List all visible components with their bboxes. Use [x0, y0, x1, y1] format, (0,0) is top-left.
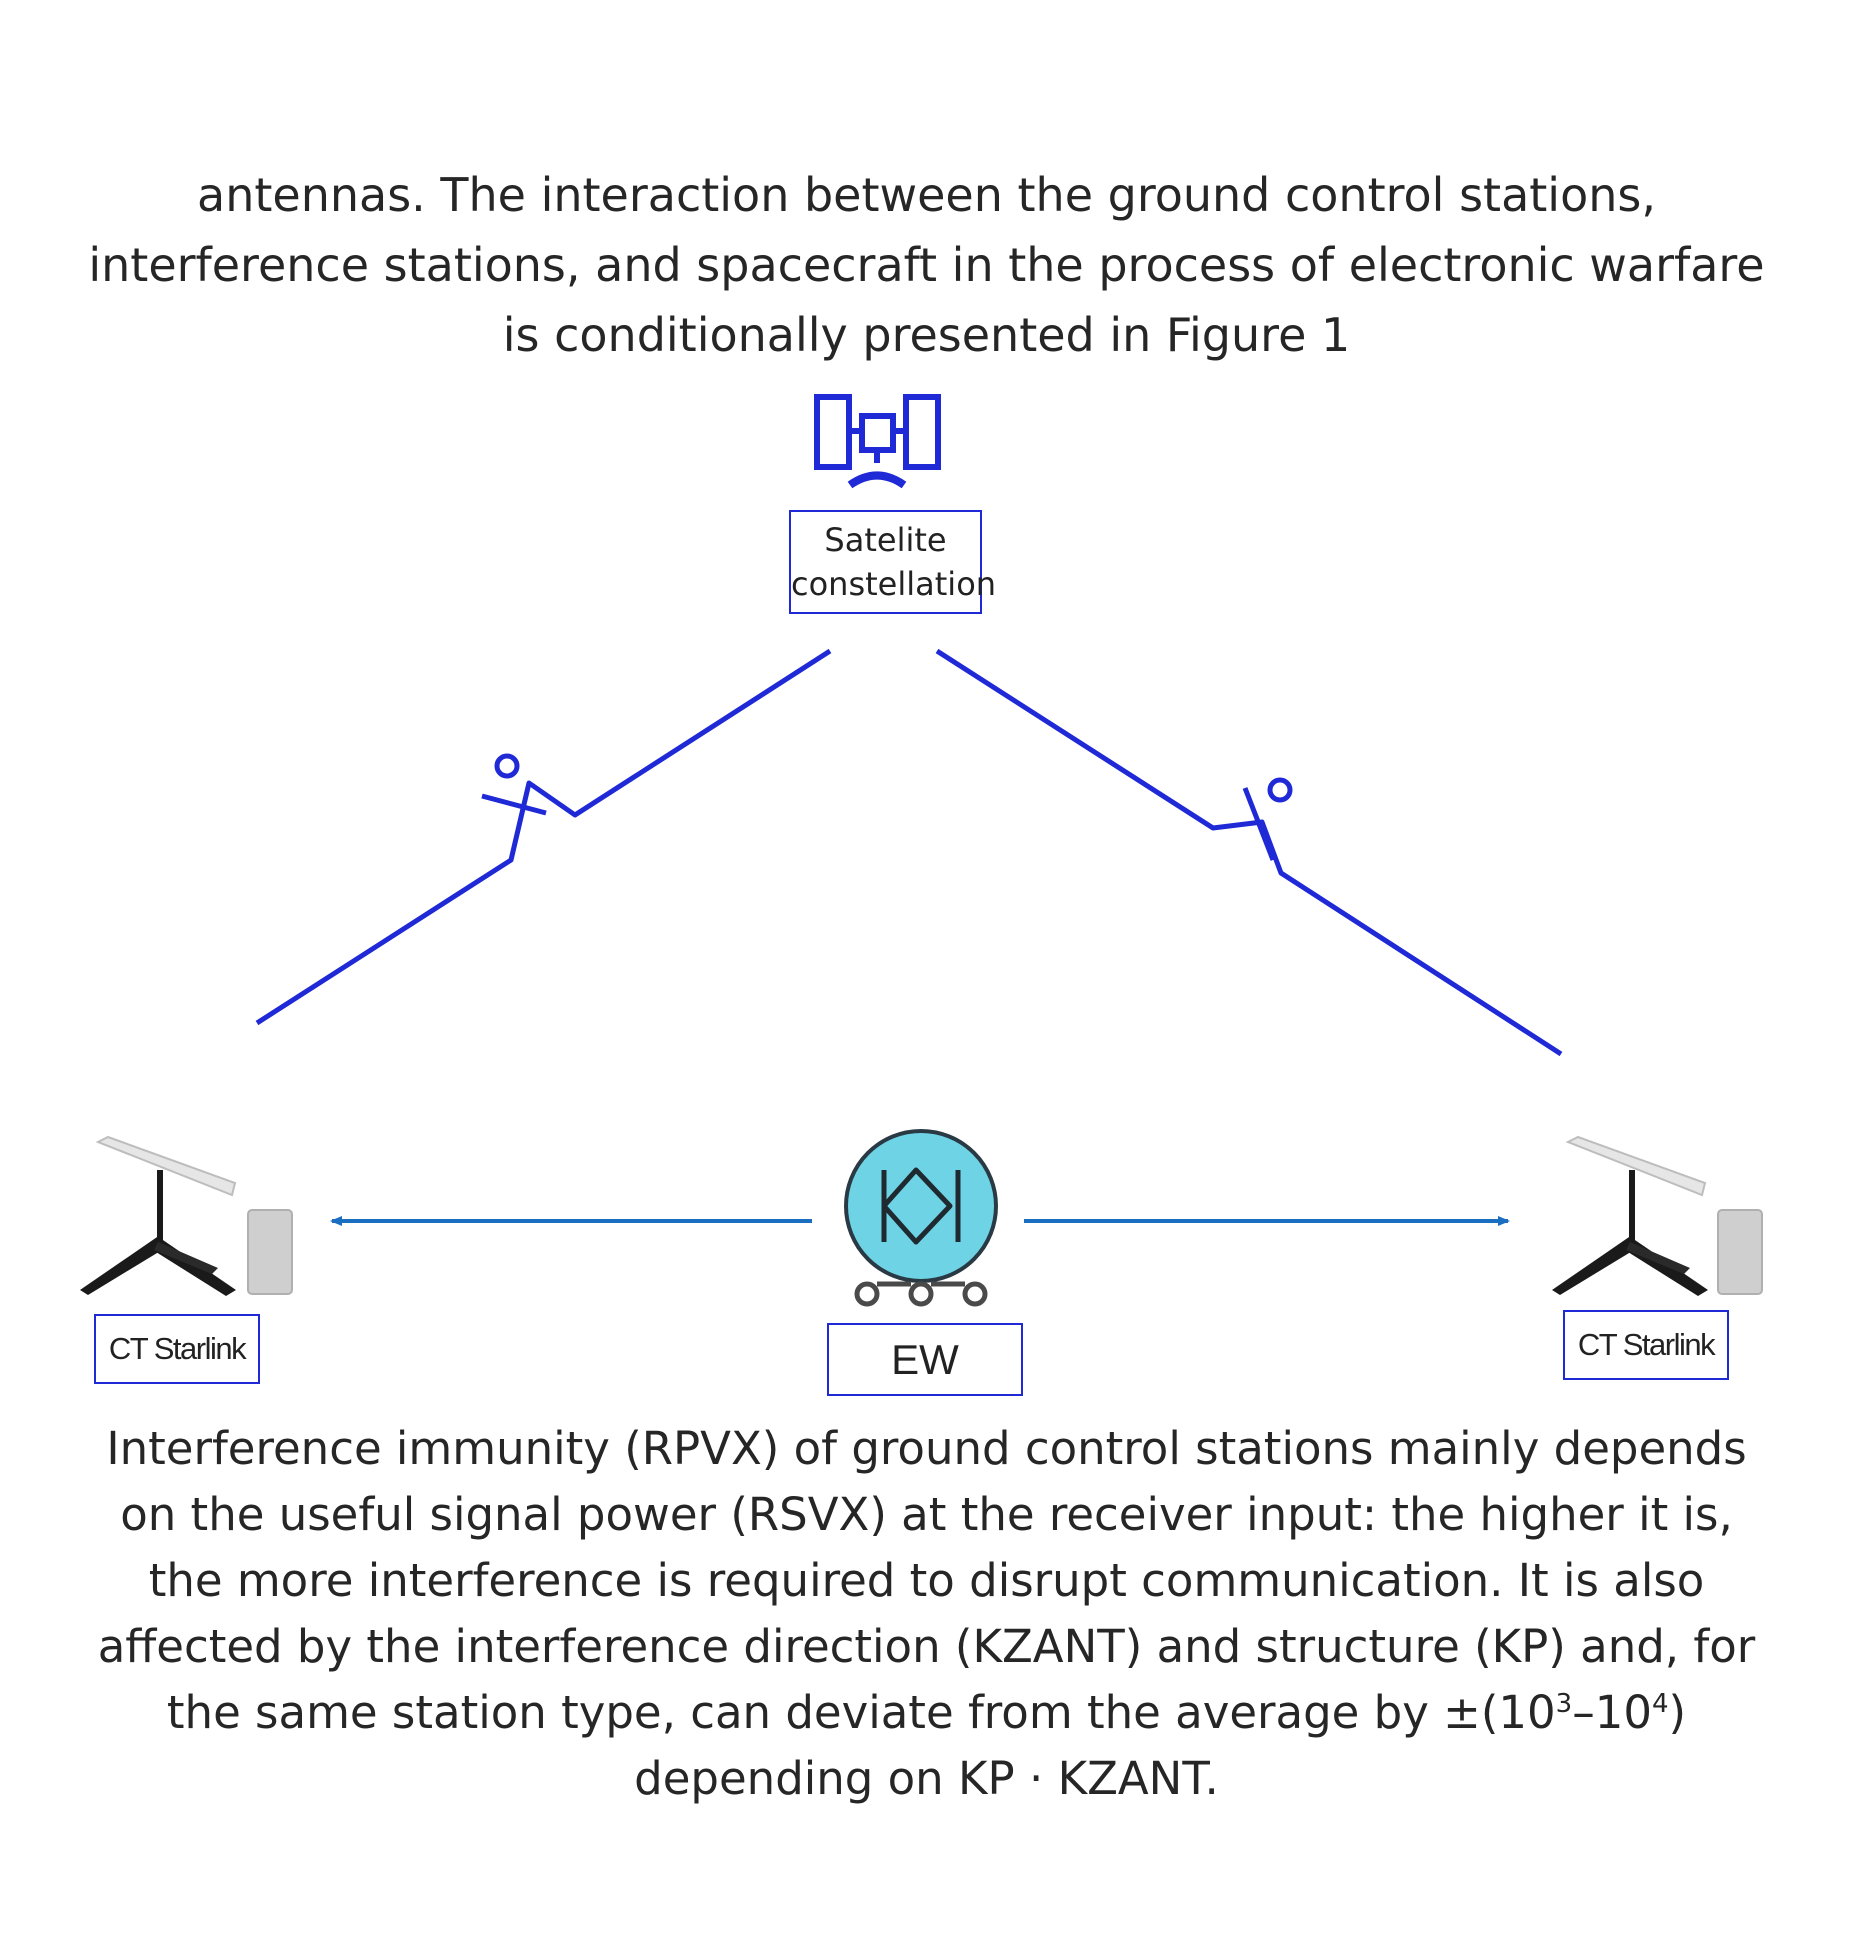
body-line-5-part-a: the same station type, can deviate from … — [166, 1686, 1556, 1739]
body-line-3: the more interference is required to dis… — [148, 1554, 1705, 1607]
ew-jammer-icon — [844, 1129, 998, 1307]
body-line-5-exponent-2: 4 — [1651, 1689, 1669, 1719]
ct-starlink-left-label: CT Starlink — [94, 1314, 260, 1384]
body-line-5-exponent-1: 3 — [1555, 1689, 1573, 1719]
body-line-5: the same station type, can deviate from … — [0, 1680, 1853, 1746]
satellite-icon — [814, 394, 941, 489]
intro-paragraph: antennas. The interaction between the gr… — [0, 160, 1853, 370]
body-line-6: depending on KP · KZANT. — [634, 1752, 1219, 1805]
intro-line-3: is conditionally presented in Figure 1 — [502, 308, 1351, 362]
uplink-right — [935, 648, 1563, 1057]
intro-line-2: interference stations, and spacecraft in… — [88, 238, 1765, 292]
satellite-label-line-2: constellation — [791, 565, 997, 603]
body-line-2: on the useful signal power (RSVX) at the… — [120, 1488, 1733, 1541]
intro-line-1: antennas. The interaction between the gr… — [197, 168, 1656, 222]
satellite-constellation-label: Satelite constellation — [789, 510, 997, 614]
ew-label: EW — [827, 1323, 1023, 1396]
starlink-dish-icon-right — [1552, 1135, 1763, 1296]
body-line-5-part-b: –10 — [1572, 1686, 1652, 1739]
uplink-left — [255, 648, 832, 1026]
body-line-5-part-c: ) — [1668, 1686, 1687, 1739]
body-paragraph: Interference immunity (RPVX) of ground c… — [0, 1416, 1853, 1812]
satellite-label-line-1: Satelite — [824, 521, 947, 559]
body-line-4: affected by the interference direction (… — [97, 1620, 1756, 1673]
body-line-1: Interference immunity (RPVX) of ground c… — [106, 1422, 1747, 1475]
ct-starlink-right-label: CT Starlink — [1563, 1310, 1729, 1380]
starlink-dish-icon-left — [80, 1135, 293, 1296]
